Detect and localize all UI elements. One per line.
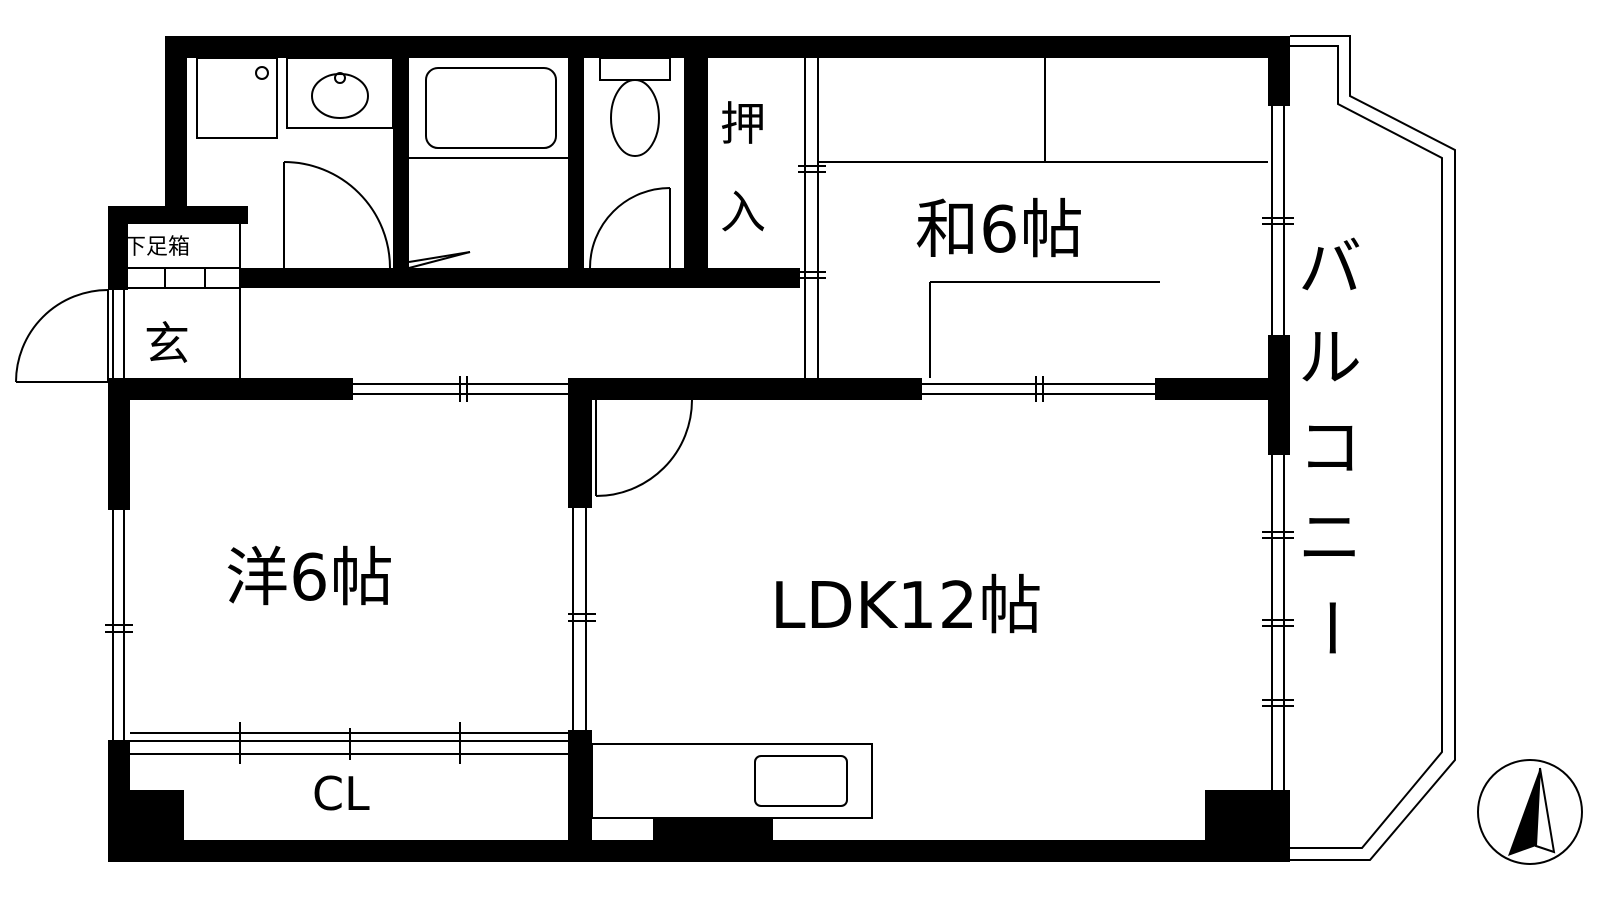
balcony-label-1: バ bbox=[1298, 232, 1362, 306]
wall-corridor-top bbox=[240, 268, 800, 288]
wall-entry-top bbox=[108, 206, 248, 224]
washing-machine-pan bbox=[196, 57, 278, 139]
sliding-door-western-corridor bbox=[353, 376, 568, 402]
wall-top bbox=[165, 36, 1290, 58]
washbasin-counter bbox=[286, 57, 394, 129]
room-ldk-label: LDK12帖 bbox=[770, 570, 1042, 644]
wall-mid-right bbox=[1155, 378, 1290, 400]
bathtub-icon bbox=[425, 67, 557, 149]
balcony-outline bbox=[1290, 35, 1456, 861]
window-balcony-lower bbox=[1262, 455, 1294, 790]
wall-mid-left bbox=[108, 378, 353, 400]
entrance-area bbox=[128, 224, 241, 378]
column-bottom-right bbox=[1205, 790, 1290, 862]
balcony-label-4: ニ bbox=[1298, 502, 1362, 576]
balcony-label-2: ル bbox=[1298, 322, 1362, 396]
wall-bath-toilet bbox=[568, 36, 584, 288]
closet-sliding-doors bbox=[130, 722, 568, 764]
wall-wash-bath bbox=[393, 36, 409, 268]
tatami-lines bbox=[818, 58, 1268, 378]
wall-left-upper bbox=[108, 380, 130, 510]
door-swing-icon bbox=[15, 161, 693, 497]
wall-western-ldk-lower bbox=[568, 730, 592, 862]
entrance-label: 玄 bbox=[144, 317, 190, 371]
kitchen-counter bbox=[591, 743, 873, 819]
balcony-inner-outline bbox=[1290, 45, 1443, 849]
oshiire-label-top: 押 bbox=[720, 97, 766, 151]
wall-right-upper bbox=[1268, 36, 1290, 106]
column-bottom-left bbox=[108, 790, 184, 862]
window-left-upper bbox=[105, 510, 133, 740]
wall-mid-center bbox=[568, 378, 922, 400]
window-balcony-upper bbox=[1262, 106, 1294, 335]
wall-entry-left bbox=[108, 206, 128, 290]
wall-left-top bbox=[165, 36, 187, 216]
window-entry-left bbox=[112, 290, 125, 380]
toilet-icon bbox=[610, 79, 660, 157]
closet-label: CL bbox=[312, 767, 370, 821]
sink-icon bbox=[754, 755, 848, 807]
sliding-door-japanese-corridor bbox=[798, 58, 826, 378]
oshiire-label-bottom: 入 bbox=[720, 185, 766, 239]
wall-toilet-oshiire bbox=[684, 36, 708, 288]
sliding-door-japanese-ldk bbox=[922, 376, 1155, 402]
bath-fixtures bbox=[409, 67, 568, 159]
balcony-label-3: コ bbox=[1298, 412, 1362, 486]
sliding-door-western-ldk bbox=[568, 508, 596, 730]
balcony-label-5: ー bbox=[1292, 596, 1366, 660]
room-japanese-label: 和6帖 bbox=[915, 194, 1084, 268]
kitchen-vent-block bbox=[653, 818, 773, 862]
north-arrow-icon bbox=[1477, 759, 1583, 865]
room-western-label: 洋6帖 bbox=[225, 542, 394, 616]
washroom-fixtures bbox=[196, 57, 394, 139]
wall-western-ldk-upper bbox=[568, 378, 592, 508]
toilet-fixture bbox=[599, 57, 671, 157]
shoe-box-label: 下足箱 bbox=[124, 235, 190, 260]
